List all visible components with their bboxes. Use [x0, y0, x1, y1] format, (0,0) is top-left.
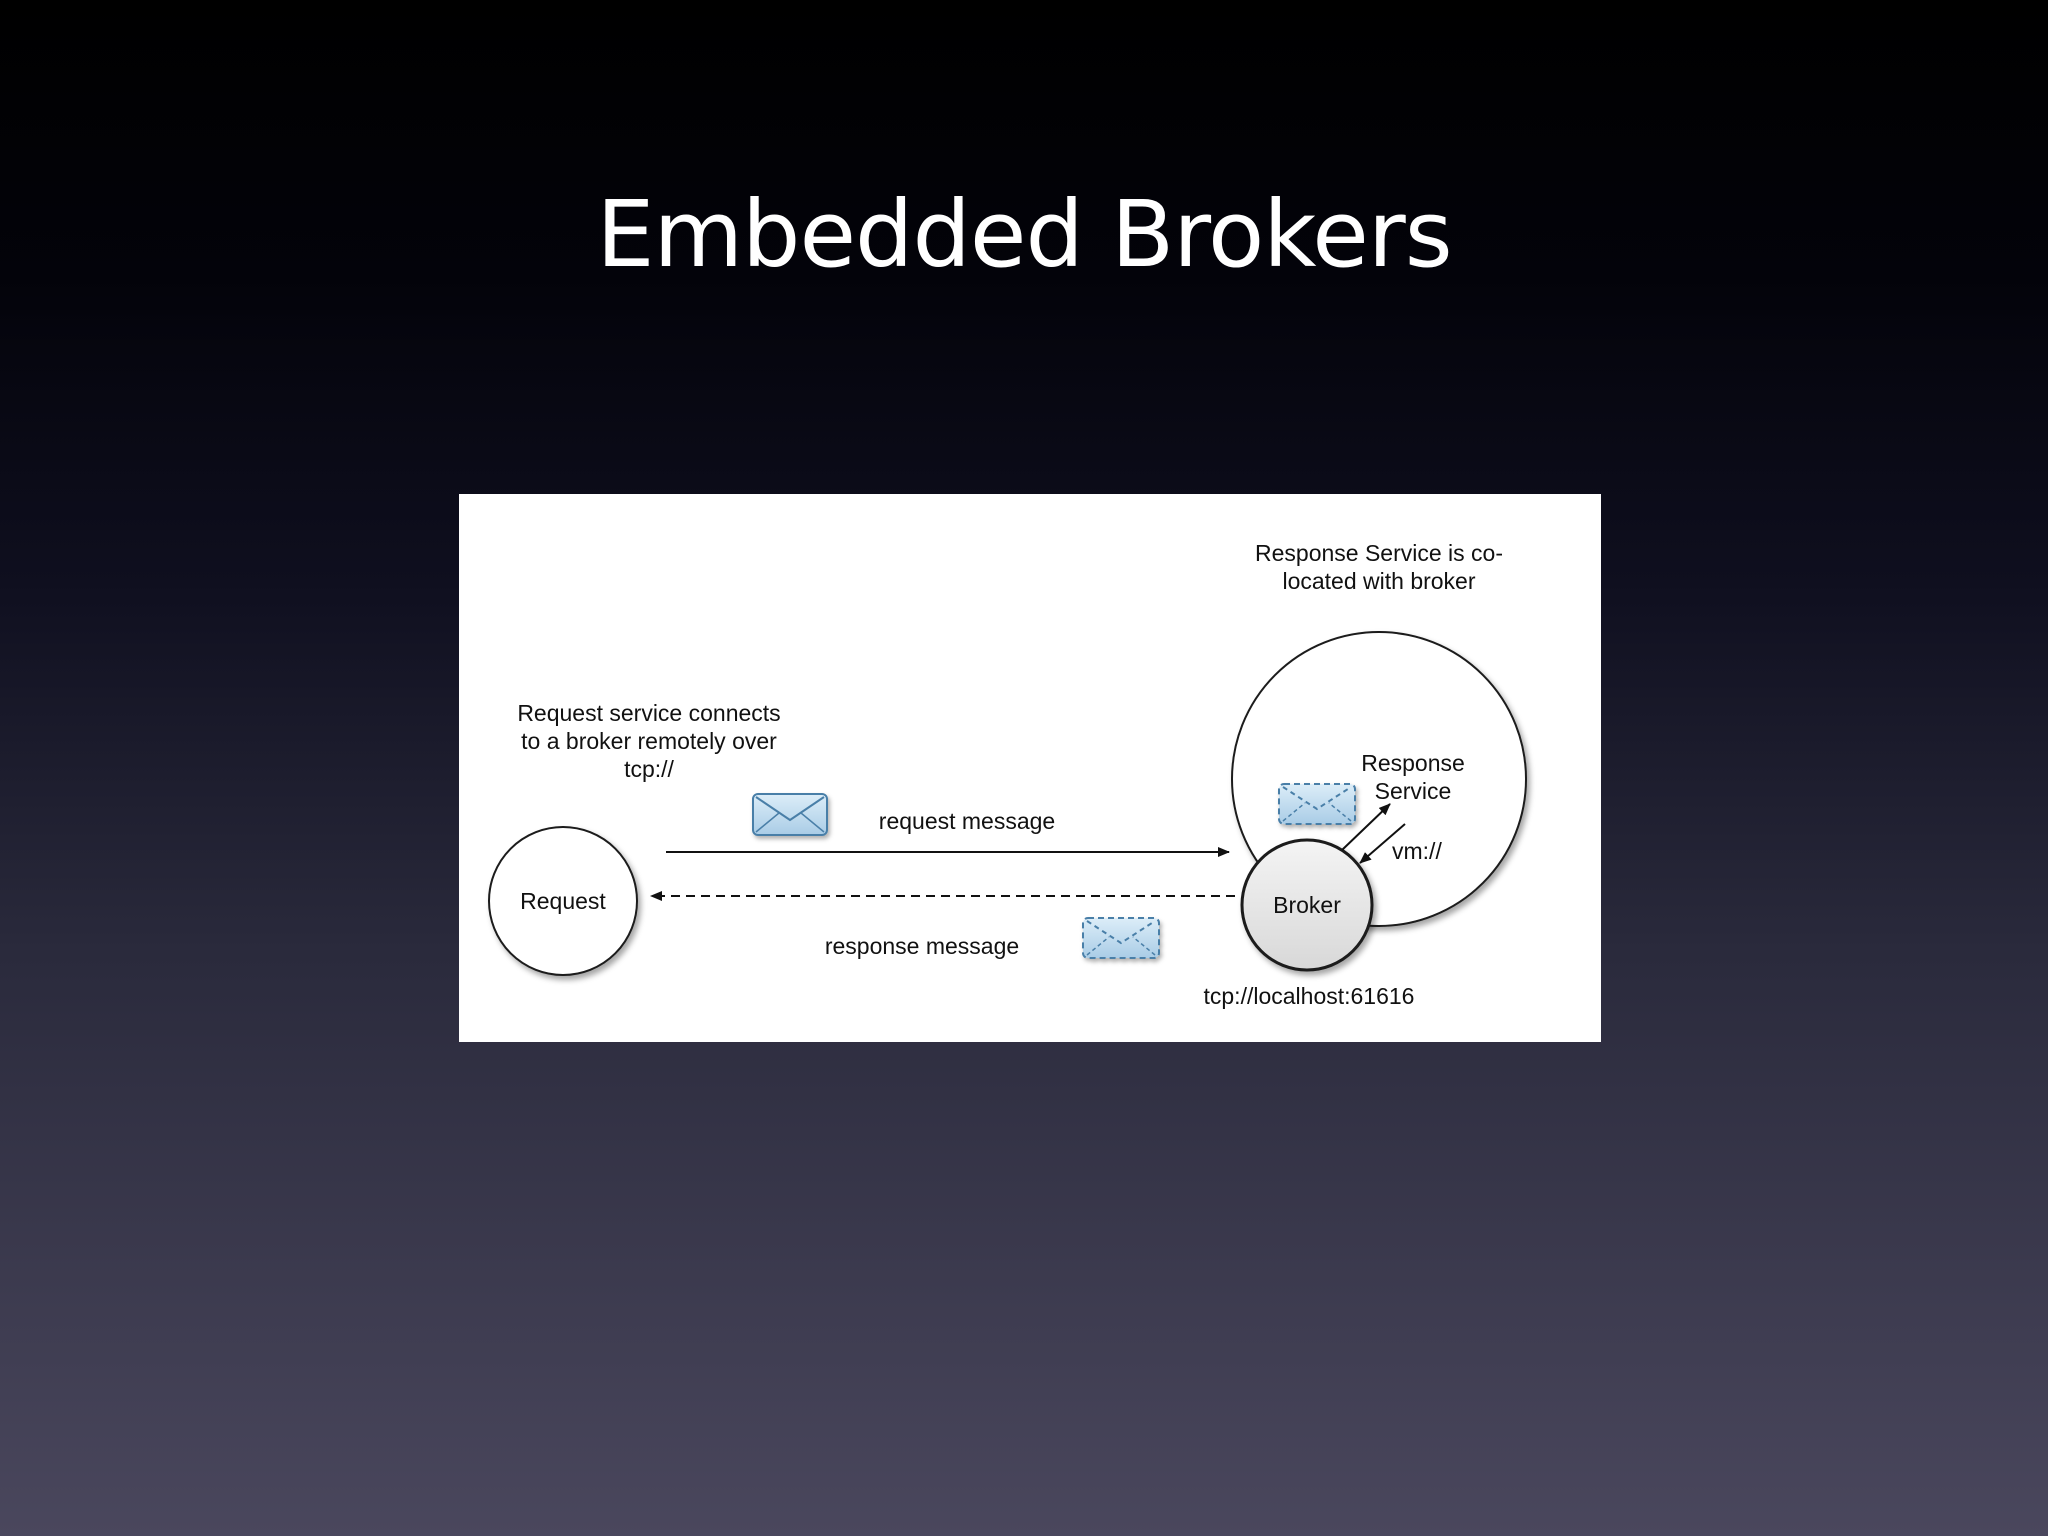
colocated-note-line1: Response Service is co-: [1255, 540, 1503, 566]
colocated-note-line2: located with broker: [1282, 568, 1475, 594]
dashed-envelope-icon: [1082, 917, 1160, 959]
response-service-label-line2: Service: [1375, 778, 1452, 804]
request-note-line1: Request service connects: [517, 700, 780, 726]
envelope-icon: [752, 793, 828, 836]
vm-connection-arrows: [1341, 803, 1406, 864]
diagram-canvas: Request Broker Response Service Response…: [488, 540, 1527, 1009]
request-message-label: request message: [879, 808, 1055, 834]
broker-node: Broker: [1240, 838, 1374, 972]
diagram-panel: Request Broker Response Service Response…: [459, 494, 1601, 1042]
request-node: Request: [488, 826, 638, 976]
slide-title: Embedded Brokers: [596, 181, 1452, 288]
request-node-label: Request: [520, 888, 606, 914]
response-service-label-line1: Response: [1361, 750, 1465, 776]
response-message-label: response message: [825, 933, 1019, 959]
broker-address-label: tcp://localhost:61616: [1204, 983, 1415, 1009]
dashed-envelope-icon: [1278, 783, 1356, 825]
request-note-line2: to a broker remotely over: [521, 728, 777, 754]
request-note-line3: tcp://: [624, 756, 674, 782]
vm-protocol-label: vm://: [1392, 838, 1442, 864]
broker-node-label: Broker: [1273, 892, 1341, 918]
